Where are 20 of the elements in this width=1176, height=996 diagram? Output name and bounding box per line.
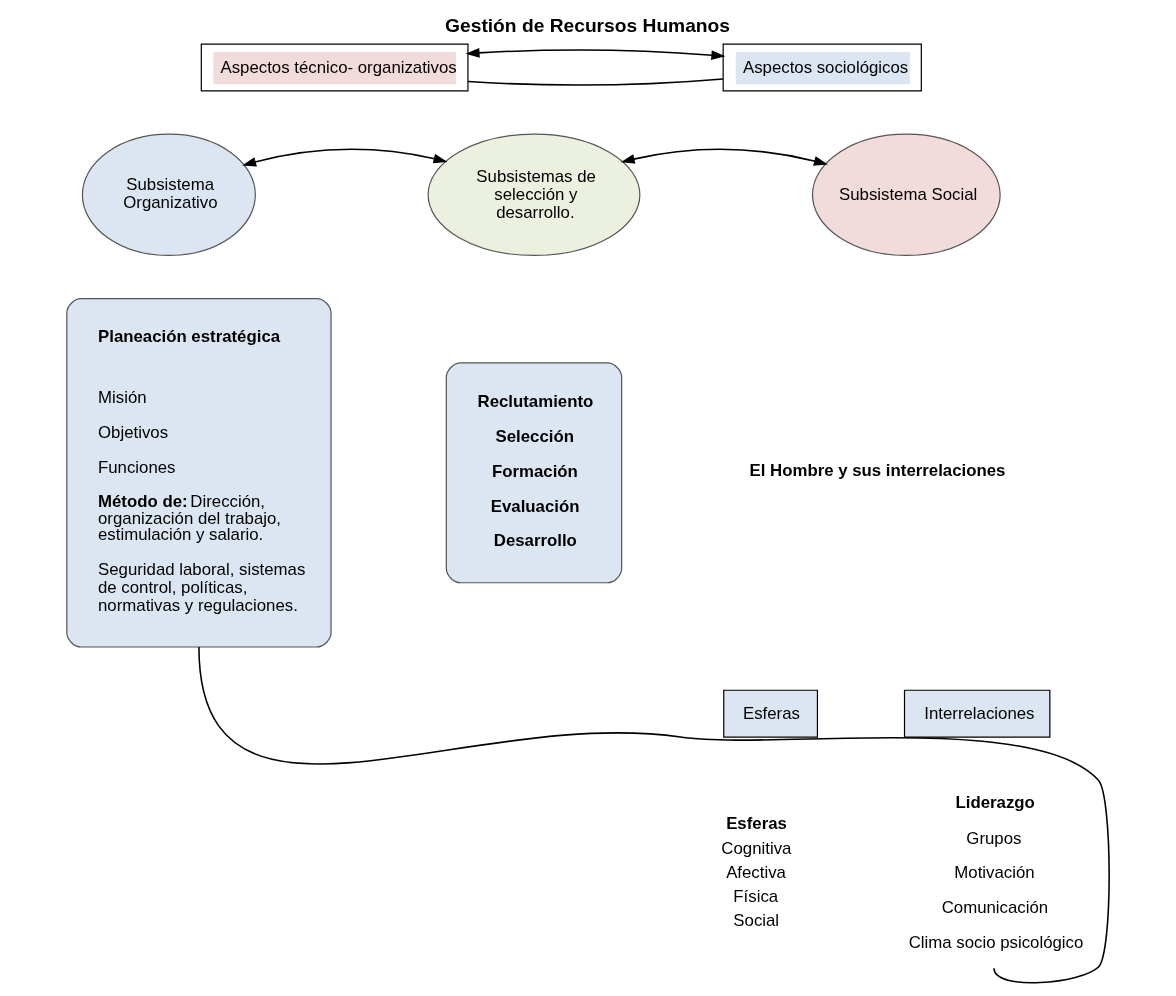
node-ellipse: Subsistemas de selección y desarrollo.	[427, 133, 641, 257]
node-box: Aspectos sociológicos	[722, 43, 922, 92]
label: Social	[733, 911, 780, 931]
node-text: Liderazgo Grupos Motivación Comunicación Clima socio psicológico	[908, 792, 1084, 953]
diagram-title: Gestión de Recursos Humanos	[445, 14, 731, 36]
node-box: Interrelaciones	[903, 689, 1051, 738]
node-box: Planeación estratégica Misión Objetivos Funciones Método de: Dirección, organización del trabajo, estimulación y salario. Seguridad laboral, sistemas de control, políticas, normativas y regulaciones.	[66, 298, 332, 648]
arrow	[465, 47, 726, 61]
connector	[198, 646, 1110, 984]
node-box: Reclutamiento Selección Formación Evaluación Desarrollo	[445, 362, 623, 584]
arrow	[242, 148, 448, 167]
arrow	[620, 148, 828, 166]
node-box: Aspectos técnico- organizativos	[200, 43, 469, 92]
label: Afectiva	[726, 863, 786, 883]
label: Esferas	[726, 814, 787, 834]
label: El Hombre y sus interrelaciones	[749, 461, 1006, 481]
node-box: Esferas	[723, 689, 819, 738]
connector	[467, 78, 724, 86]
label: Cognitiva	[721, 839, 792, 859]
label: Física	[733, 887, 779, 907]
